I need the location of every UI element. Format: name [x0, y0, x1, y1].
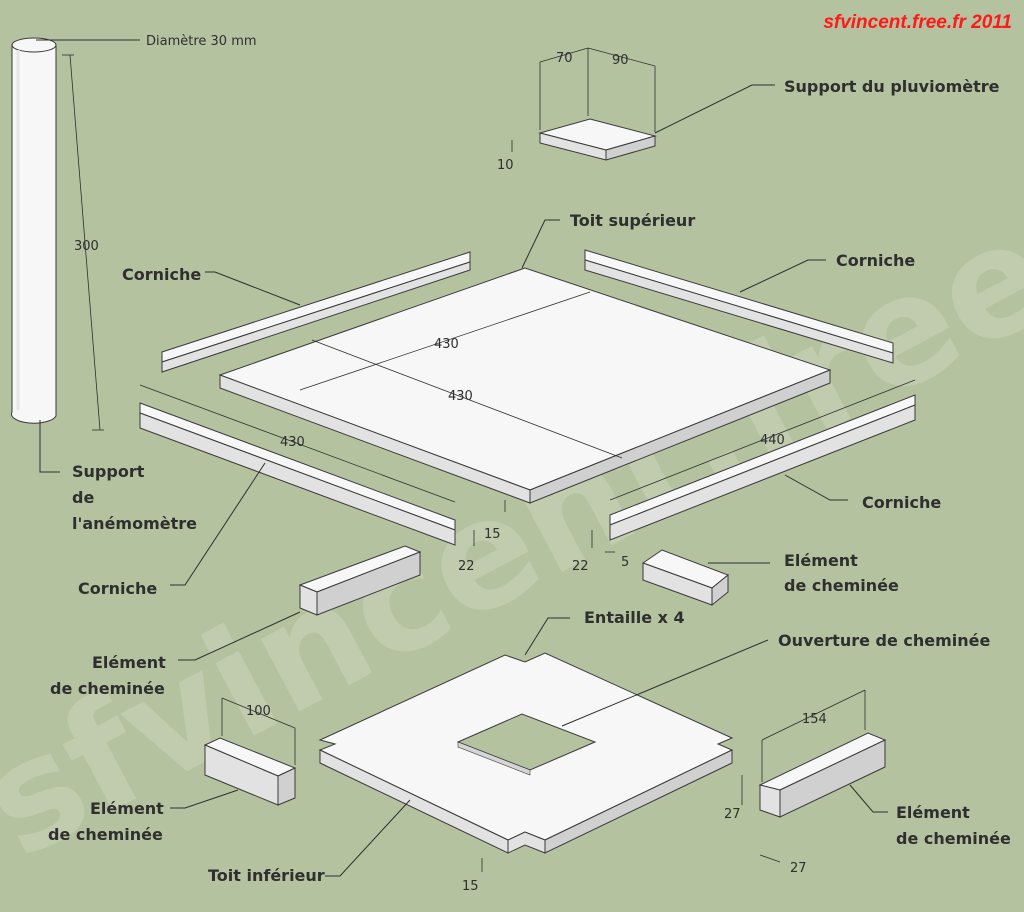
chimney-long-label: 154: [802, 712, 827, 727]
lower-roof: [318, 617, 769, 877]
chimney-label-bottom-left-1: Elément: [90, 799, 164, 818]
chimney-side2-label: 27: [790, 861, 807, 876]
chimney-label-center-right-2: de cheminée: [784, 576, 899, 595]
chimney-label-bottom-right-1: Elément: [896, 803, 970, 822]
lower-roof-label: Toit inférieur: [208, 866, 325, 885]
rain-gauge-label: Support du pluviomètre: [784, 77, 1000, 96]
cornice-top-right: [584, 249, 894, 364]
anemometer-label-2: de: [72, 488, 94, 507]
chimney-label-bottom-left-2: de cheminée: [48, 825, 163, 844]
chimney-element-center-left: [178, 545, 422, 661]
gauge-width-label: 70: [556, 51, 573, 66]
roof-thickness-label: 15: [484, 527, 501, 542]
pole-diameter-label: Diamètre 30 mm: [146, 34, 257, 49]
chimney-element-bottom-right: [741, 689, 888, 863]
chimney-label-bottom-right-2: de cheminée: [896, 829, 1011, 848]
chimney-side-label: 27: [724, 807, 741, 822]
gauge-depth-label: 90: [612, 53, 629, 68]
brand-text: sfvincent.free.fr 2011: [823, 12, 1012, 33]
cornice-right-length-label: 440: [760, 433, 785, 448]
roof-dim-a-label: 430: [434, 337, 459, 352]
chimney-label-center-right-1: Elément: [784, 551, 858, 570]
cornice-label-bottom-right: Corniche: [862, 493, 941, 512]
cornice-label-bottom-left: Corniche: [78, 579, 157, 598]
upper-roof-label: Toit supérieur: [570, 211, 695, 230]
chimney-label-center-left-1: Elément: [92, 653, 166, 672]
lower-roof-thickness-label: 15: [462, 879, 479, 894]
cornice-left-length-label: 430: [280, 435, 305, 450]
cornice-bottom-right: [591, 379, 916, 553]
cornice-right-height-label: 22: [572, 559, 589, 574]
cornice-thickness-label: 5: [621, 555, 629, 570]
cornice-top-left: [161, 251, 471, 373]
cornice-label-top-left: Corniche: [122, 265, 201, 284]
roof-dim-b-label: 430: [448, 389, 473, 404]
gauge-height-label: 10: [497, 158, 514, 173]
anemometer-label-1: Support: [72, 462, 145, 481]
chimney-label-center-left-2: de cheminée: [50, 679, 165, 698]
upper-roof: [218, 219, 832, 512]
chimney-element-center-right: [641, 549, 770, 607]
rain-gauge-support: [511, 47, 775, 161]
cornice-left-height-label: 22: [458, 559, 475, 574]
chimney-opening-label: Ouverture de cheminée: [778, 631, 991, 650]
cornice-bottom-left: [139, 384, 475, 586]
anemometer-label-3: l'anémomètre: [72, 514, 197, 533]
notch-label: Entaille x 4: [584, 608, 685, 627]
chimney-element-bottom-left: [170, 697, 297, 809]
pole-length-label: 300: [74, 239, 99, 254]
chimney-short-label: 100: [246, 704, 271, 719]
cornice-label-top-right: Corniche: [836, 251, 915, 270]
anemometer-pole: [10, 37, 140, 473]
